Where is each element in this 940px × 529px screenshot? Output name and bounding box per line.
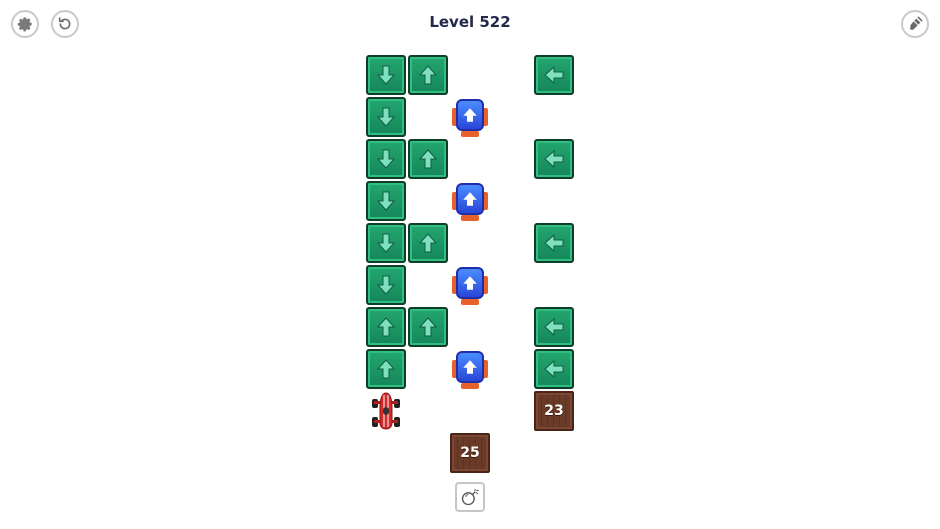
crate-count: 23 [544,403,564,419]
arrow-up-icon [418,65,438,85]
arrow-down-icon [376,65,396,85]
arrow-down-icon [376,107,396,127]
arrow-left-icon [544,149,564,169]
arrow-tile-left[interactable] [534,349,574,389]
arrow-up-icon [418,233,438,253]
arrow-down-icon [376,233,396,253]
arrow-up-icon [418,317,438,337]
booster-block [452,267,488,305]
brush-icon [909,16,923,30]
arrow-tile-up[interactable] [408,55,448,95]
crate-count: 25 [460,445,480,461]
arrow-down-icon [376,191,396,211]
arrow-tile-down[interactable] [366,265,406,305]
level-title: Level 522 [429,13,511,31]
arrow-tile-left[interactable] [534,55,574,95]
settings-button[interactable] [11,10,39,38]
arrow-down-icon [376,275,396,295]
booster-tile-up[interactable] [450,265,490,305]
booster-block [452,351,488,389]
arrow-tile-up[interactable] [366,307,406,347]
crate-tile[interactable]: 23 [534,391,574,431]
arrow-up-icon [463,108,477,122]
arrow-left-icon [544,233,564,253]
arrow-up-icon [418,149,438,169]
arrow-tile-up[interactable] [366,349,406,389]
booster-block [452,183,488,221]
skin-button[interactable] [901,10,929,38]
arrow-tile-down[interactable] [366,181,406,221]
arrow-left-icon [544,317,564,337]
arrow-up-icon [376,359,396,379]
arrow-tile-down[interactable] [366,139,406,179]
arrow-left-icon [544,65,564,85]
booster-block [452,99,488,137]
booster-tile-up[interactable] [450,349,490,389]
crate-tile[interactable]: 25 [450,433,490,473]
booster-tile-up[interactable] [450,97,490,137]
restart-icon [58,17,71,30]
arrow-down-icon [376,149,396,169]
arrow-up-icon [463,192,477,206]
arrow-tile-left[interactable] [534,139,574,179]
restart-button[interactable] [51,10,79,38]
arrow-tile-left[interactable] [534,307,574,347]
arrow-up-icon [463,360,477,374]
player-car[interactable] [366,391,406,431]
arrow-tile-down[interactable] [366,223,406,263]
race-car-icon [372,392,400,430]
arrow-tile-up[interactable] [408,307,448,347]
bomb-button[interactable] [455,482,485,512]
arrow-tile-down[interactable] [366,97,406,137]
arrow-tile-down[interactable] [366,55,406,95]
game-board: 23 25 [366,55,576,475]
arrow-up-icon [376,317,396,337]
arrow-tile-left[interactable] [534,223,574,263]
bomb-icon [461,489,479,506]
arrow-left-icon [544,359,564,379]
arrow-tile-up[interactable] [408,139,448,179]
arrow-up-icon [463,276,477,290]
gear-icon [17,17,32,32]
arrow-tile-up[interactable] [408,223,448,263]
booster-tile-up[interactable] [450,181,490,221]
